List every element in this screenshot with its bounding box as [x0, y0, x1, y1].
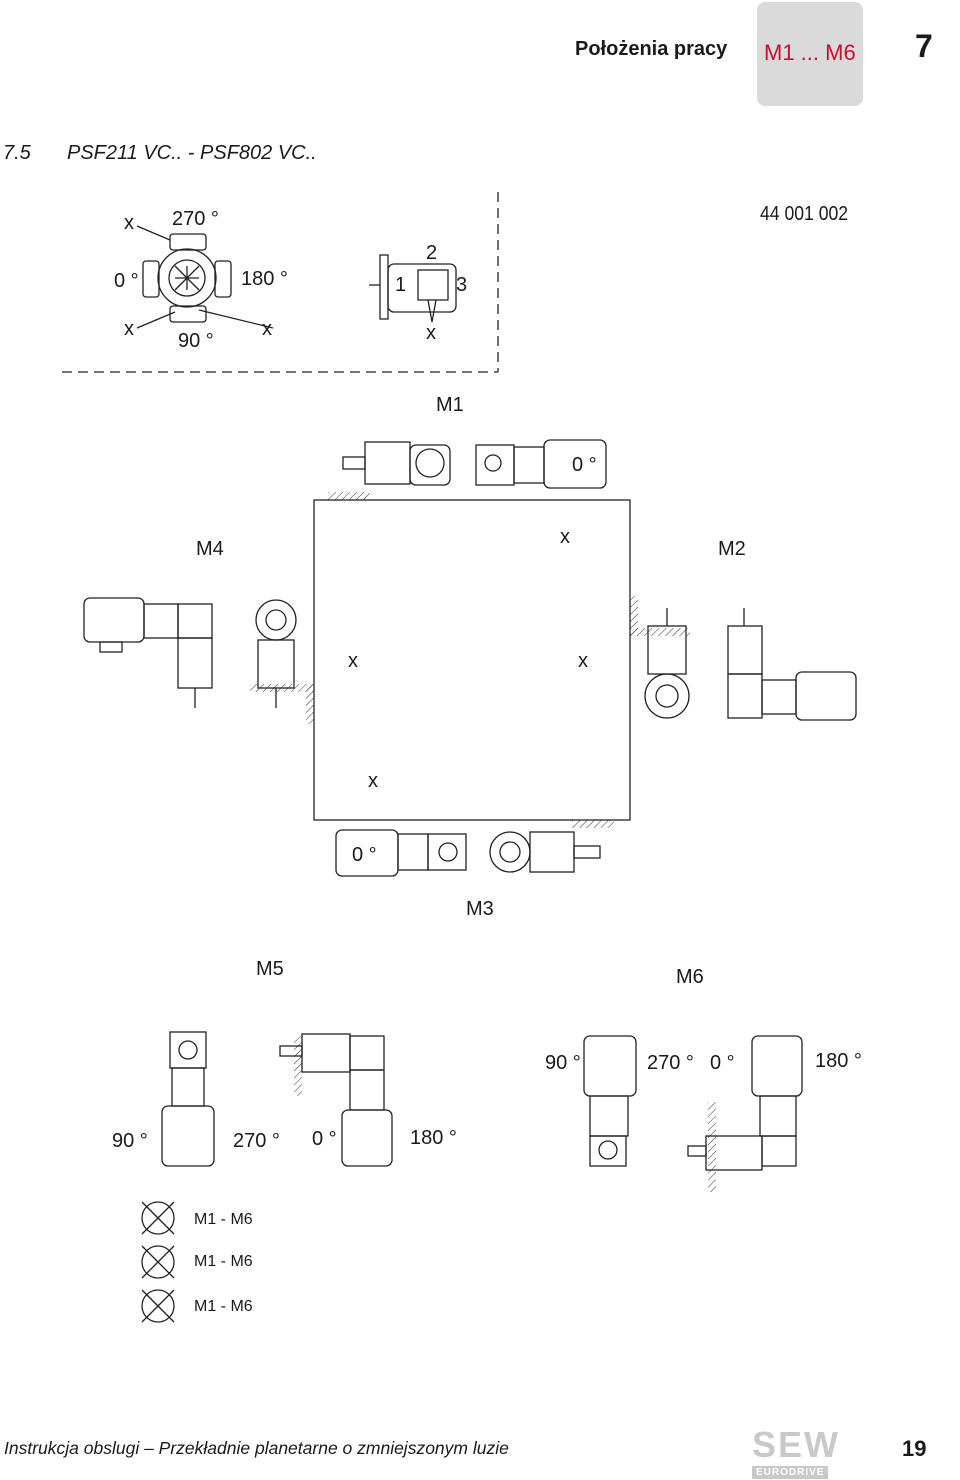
angle-180-label: 180 °: [241, 268, 288, 290]
m5-angle-0: 0 °: [312, 1128, 337, 1150]
position-m5-label: M5: [256, 958, 284, 980]
terminal-box-diagram: [62, 192, 499, 373]
m6-angle-270: 270 °: [647, 1052, 694, 1074]
legend-row-3: M1 - M6: [194, 1298, 253, 1315]
logo-text: SEW: [752, 1424, 841, 1465]
x-mark: x: [578, 650, 588, 672]
x-mark: x: [262, 318, 272, 340]
legend-icons: [141, 1201, 175, 1323]
m5-gearmotors: [161, 1031, 393, 1167]
position-m2-label: M2: [718, 538, 746, 560]
cable-entry-2: 2: [426, 242, 438, 264]
inline-zero-label: 0 °: [572, 454, 597, 476]
m6-angle-90: 90 °: [545, 1052, 581, 1074]
x-mark: x: [124, 318, 134, 340]
m5-angle-180: 180 °: [410, 1127, 457, 1149]
position-m6-label: M6: [676, 966, 704, 988]
legend-row-2: M1 - M6: [194, 1253, 253, 1270]
header-tab-label: M1 ... M6: [764, 40, 856, 65]
mounting-surface: [313, 499, 631, 821]
footer-text: Instrukcja obslugi – Przekładnie planeta…: [4, 1438, 509, 1458]
cable-entry-1: 1: [395, 274, 407, 296]
section-title: PSF211 VC.. - PSF802 VC..: [67, 142, 317, 164]
chapter-tab: [757, 2, 863, 106]
angle-270-label: 270 °: [172, 208, 219, 230]
m1-gearmotor: [328, 439, 607, 500]
m6-angle-180: 180 °: [815, 1050, 862, 1072]
angle-0-label: 0 °: [114, 270, 139, 292]
m2-gearmotor: [630, 596, 857, 721]
x-mark: x: [124, 212, 134, 234]
m4-gearmotor: [83, 597, 314, 724]
legend-row-1: M1 - M6: [194, 1211, 253, 1228]
logo-subtext: EURODRIVE: [752, 1466, 829, 1479]
x-mark: x: [348, 650, 358, 672]
m3-gearmotor: [335, 820, 614, 877]
header-title: Położenia pracy: [575, 38, 728, 60]
m6-angle-0: 0 °: [710, 1052, 735, 1074]
inline-zero-label: 0 °: [352, 844, 377, 866]
x-mark: x: [560, 526, 570, 548]
chapter-number: 7: [915, 28, 933, 64]
position-m4-label: M4: [196, 538, 224, 560]
x-mark: x: [368, 770, 378, 792]
m6-gearmotors: [583, 1035, 803, 1192]
section-number: 7.5: [3, 142, 31, 164]
m5-angle-270: 270 °: [233, 1130, 280, 1152]
x-mark: x: [426, 322, 436, 344]
angle-90-label: 90 °: [178, 330, 214, 352]
m5-angle-90: 90 °: [112, 1130, 148, 1152]
page-number: 19: [902, 1436, 927, 1461]
position-m1-label: M1: [436, 394, 464, 416]
sew-eurodrive-logo: SEW EURODRIVE: [752, 1424, 864, 1479]
drawing-number: 44 001 002: [760, 203, 849, 225]
position-m3-label: M3: [466, 898, 494, 920]
cable-entry-3: 3: [456, 274, 468, 296]
